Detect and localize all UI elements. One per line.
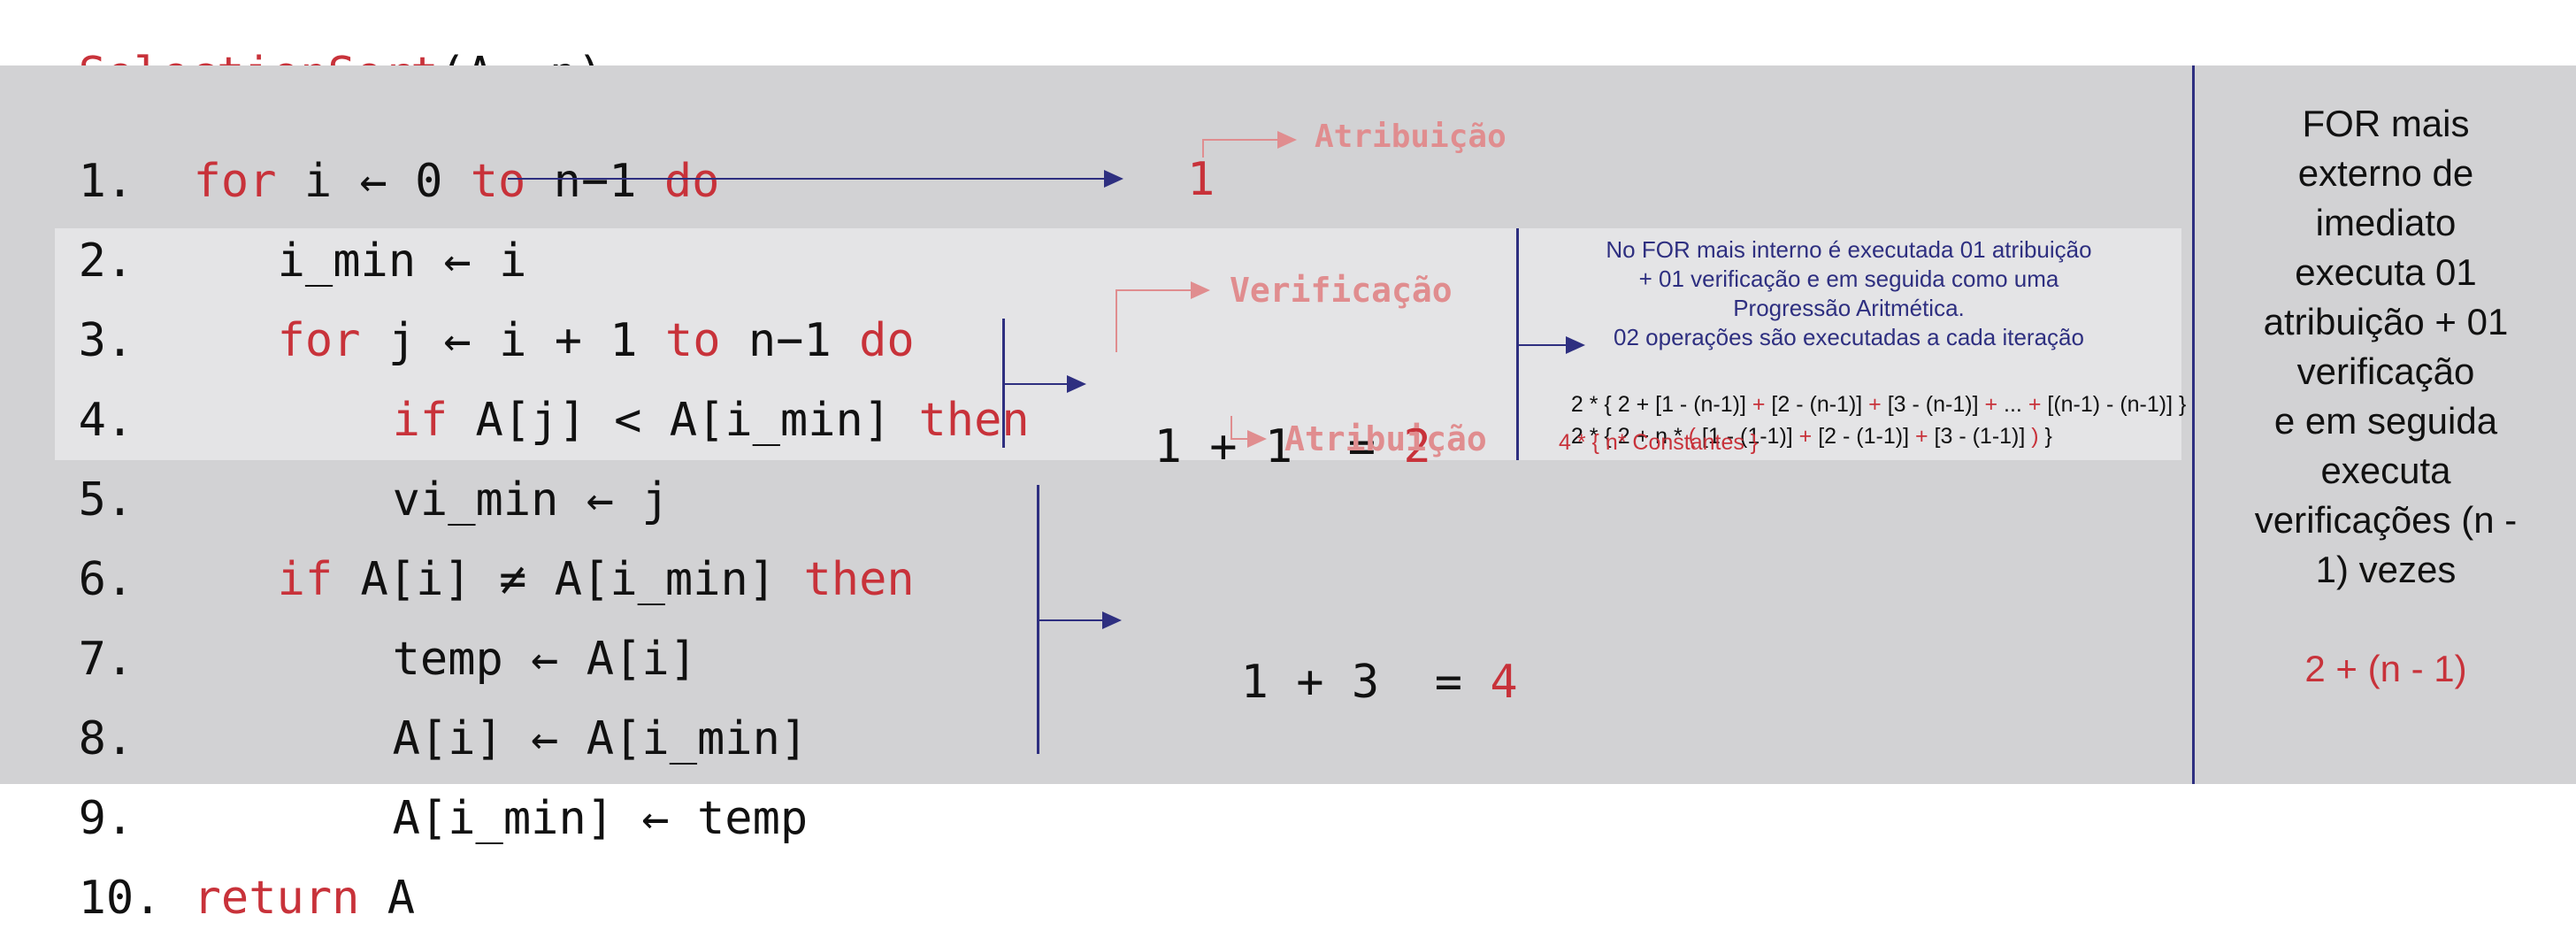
bracket-swap: [1037, 485, 1039, 754]
code-line-6: 6. if A[i] ≠ A[i_min] then: [23, 460, 915, 606]
line-number: 8.: [78, 712, 134, 765]
keyword: do: [663, 155, 720, 208]
formula-operator: ): [2031, 424, 2039, 449]
side-divider: [2192, 65, 2195, 784]
code-line-2: 2. i_min ← i: [23, 142, 527, 288]
side-line: externo de: [2297, 152, 2474, 194]
keyword: then: [918, 394, 1030, 447]
label-verificacao: Verificação: [1230, 271, 1453, 310]
formula-part: [2 - (1-1)]: [1812, 424, 1915, 449]
formula-part: 2 * { 2 + [1 - (n-1)]: [1570, 392, 1752, 417]
side-line: atribuição + 01: [2263, 301, 2509, 342]
note-divider: [1516, 228, 1519, 460]
formula-operator: +: [1984, 392, 1998, 417]
side-line: 1) vezes: [2315, 549, 2457, 590]
code-text: i ← 0: [276, 155, 471, 208]
formula-operator: (: [1688, 424, 1696, 449]
side-line: verificação: [2296, 350, 2475, 392]
code-line-10: 10. return A: [23, 779, 415, 925]
code-line-8: 8. A[i] ← A[i_min]: [23, 619, 809, 765]
code-text: n−1: [720, 314, 860, 367]
side-line: executa 01: [2295, 251, 2477, 293]
line-number: 1.: [78, 155, 134, 208]
code-line-3: 3. for j ← i + 1 to n−1 do: [23, 221, 915, 367]
line-number: 4.: [78, 394, 134, 447]
code-line-4: 4. if A[j] < A[i_min] then: [23, 301, 1030, 447]
code-text: A: [359, 872, 416, 925]
code-text: i_min ← i: [277, 234, 527, 288]
keyword: then: [803, 553, 915, 606]
code-text: A[i] ≠ A[i_min]: [333, 553, 804, 606]
side-line: executa: [2320, 450, 2451, 491]
outer-sum-expression: 1 + 3 =: [1240, 656, 1491, 709]
keyword: to: [470, 155, 526, 208]
keyword: return: [193, 872, 360, 925]
line-number: 2.: [78, 234, 134, 288]
inner-loop-note: No FOR mais interno é executada 01 atrib…: [1522, 235, 2176, 352]
formula-part: [1 - (1-1)]: [1695, 424, 1799, 449]
outer-sum-result: 4: [1490, 656, 1518, 709]
formula-operator: +: [1752, 392, 1766, 417]
label-atribuicao-bottom: Atribuição: [1284, 419, 1487, 458]
line-number: 6.: [78, 553, 134, 606]
keyword: if: [277, 553, 334, 606]
line-number: 10.: [78, 872, 162, 925]
line-number: 3.: [78, 314, 134, 367]
inner-sum-expression: 1 + 1 =: [1154, 420, 1404, 473]
code-text: A[i] ← A[i_min]: [392, 712, 809, 765]
label-atribuicao-top: Atribuição: [1315, 119, 1506, 155]
formula-operator: +: [1914, 424, 1928, 449]
side-result: 2 + (n - 1): [2304, 648, 2467, 689]
note-line: No FOR mais interno é executada 01 atrib…: [1606, 236, 2092, 263]
formula-line-2: 2 * { 2 + n * ( [1 - (1-1)] + [2 - (1-1)…: [1559, 398, 2052, 450]
formula-part: }: [2038, 424, 2052, 449]
code-text: A[j] < A[i_min]: [448, 394, 919, 447]
keyword: do: [859, 314, 915, 367]
keyword: if: [392, 394, 448, 447]
note-line: Progressão Aritmética.: [1733, 295, 1965, 321]
inner-sum-result: 2: [1403, 420, 1431, 473]
line-number: 7.: [78, 633, 134, 686]
side-line: FOR mais: [2302, 103, 2470, 144]
code-line-1: 1. for i ← 0 to n−1 do: [23, 62, 720, 208]
formula-line-1: 2 * { 2 + [1 - (n-1)] + [2 - (n-1)] + [3…: [1559, 366, 2186, 418]
formula-part: [2 - (n-1)]: [1765, 392, 1869, 417]
side-explanation: FOR mais externo de imediato executa 01 …: [2196, 99, 2576, 694]
side-line: imediato: [2315, 202, 2457, 243]
line-number: 5.: [78, 473, 134, 527]
side-line: verificações (n -: [2254, 499, 2518, 541]
keyword: to: [664, 314, 721, 367]
note-line: + 01 verificação e em seguida como uma: [1638, 265, 2059, 292]
inner-sum: 1 + 1 = 2: [1099, 354, 1431, 478]
code-text: vi_min ← j: [392, 473, 670, 527]
function-signature: SelectionSort(A, n): [23, 0, 605, 101]
formula-part: [3 - (1-1)]: [1928, 424, 2032, 449]
outer-sum: 1 + 3 = 4: [1185, 589, 1518, 713]
code-text: j ← i + 1: [360, 314, 665, 367]
formula-part: 2 * { 2 + n *: [1570, 424, 1689, 449]
formula-operator: +: [2028, 392, 2042, 417]
formula-part: ...: [1997, 392, 2028, 417]
side-line: e em seguida: [2273, 400, 2498, 442]
formula-part: [3 - (n-1)]: [1881, 392, 1985, 417]
value-one: 1: [1187, 153, 1215, 206]
keyword: for: [193, 155, 277, 208]
code-line-5: 5. vi_min ← j: [23, 381, 670, 527]
code-text: temp ← A[i]: [392, 633, 697, 686]
formula-part: [(n-1) - (n-1)] }: [2041, 392, 2187, 417]
code-text: n−1: [525, 155, 664, 208]
formula-line-3: 4 * { n* Constantes }: [1559, 430, 1759, 455]
formula-operator: +: [1868, 392, 1882, 417]
code-line-9: 9.A[i_min] ← temp: [23, 699, 809, 845]
bracket-inner-if: [1002, 319, 1005, 448]
note-line: 02 operações são executadas a cada itera…: [1614, 324, 2084, 350]
keyword: for: [277, 314, 361, 367]
code-line-7: 7. temp ← A[i]: [23, 540, 697, 686]
formula-operator: +: [1798, 424, 1813, 449]
